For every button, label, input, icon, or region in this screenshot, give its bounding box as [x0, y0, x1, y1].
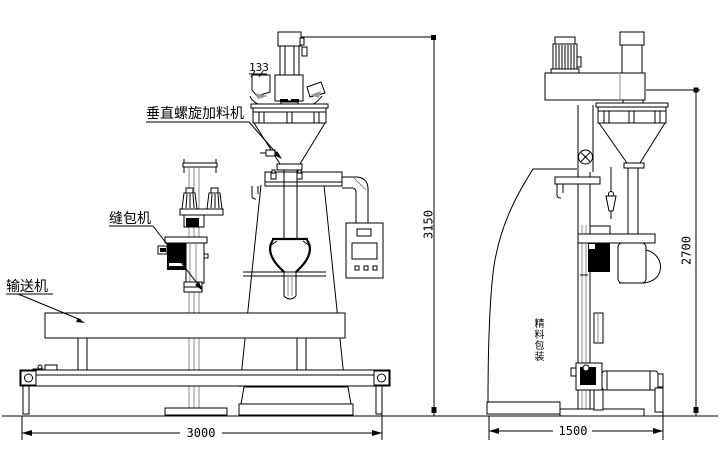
hopper-inlets — [250, 75, 325, 105]
hopper-front — [251, 104, 328, 170]
side-head-block — [545, 73, 645, 100]
side-fill-spout — [628, 168, 638, 242]
sewing-head — [158, 215, 208, 292]
thread-stand-bar — [183, 159, 217, 173]
dim-1500: 1500 — [558, 424, 588, 438]
sewing-side — [578, 226, 660, 283]
fill-spout — [284, 170, 297, 239]
leader-conveyor — [6, 294, 85, 323]
side-mid-bracket — [594, 313, 603, 343]
label-vertical-screw-feeder: 垂直螺旋加料机 — [146, 105, 244, 121]
control-box — [346, 223, 383, 278]
dim-3150: 3150 — [421, 210, 436, 239]
thread-cones — [180, 188, 223, 215]
bag-pedestal — [239, 387, 353, 415]
dim-2700-lines — [646, 87, 700, 417]
dim-2700: 2700 — [679, 236, 694, 265]
dim-3000: 3000 — [186, 426, 216, 440]
label-conveyor: 输送机 — [6, 278, 48, 294]
label-bag-sewing-machine: 缝包机 — [109, 210, 151, 226]
side-feeder-column — [620, 32, 644, 112]
side-body — [487, 169, 644, 416]
leader-sewing — [109, 226, 203, 291]
machine-frame-legs — [240, 185, 345, 387]
bag-clamp — [270, 239, 310, 299]
front-view — [6, 32, 437, 440]
dim-133-marks — [249, 71, 267, 77]
dim-3000-lines — [22, 388, 382, 440]
dim-133: 133 — [249, 61, 269, 74]
side-motor — [551, 37, 581, 73]
side-drive — [571, 363, 663, 412]
feeder-motor — [275, 32, 307, 105]
side-view — [487, 32, 700, 440]
leader-feeder — [146, 122, 282, 159]
dim-3150-lines — [301, 35, 437, 416]
control-pipe — [342, 177, 368, 223]
side-pillar — [578, 105, 593, 172]
hopper-side — [596, 103, 668, 168]
label-body-tag: 精料包装 — [532, 318, 543, 362]
side-clamp-arm — [555, 167, 616, 219]
